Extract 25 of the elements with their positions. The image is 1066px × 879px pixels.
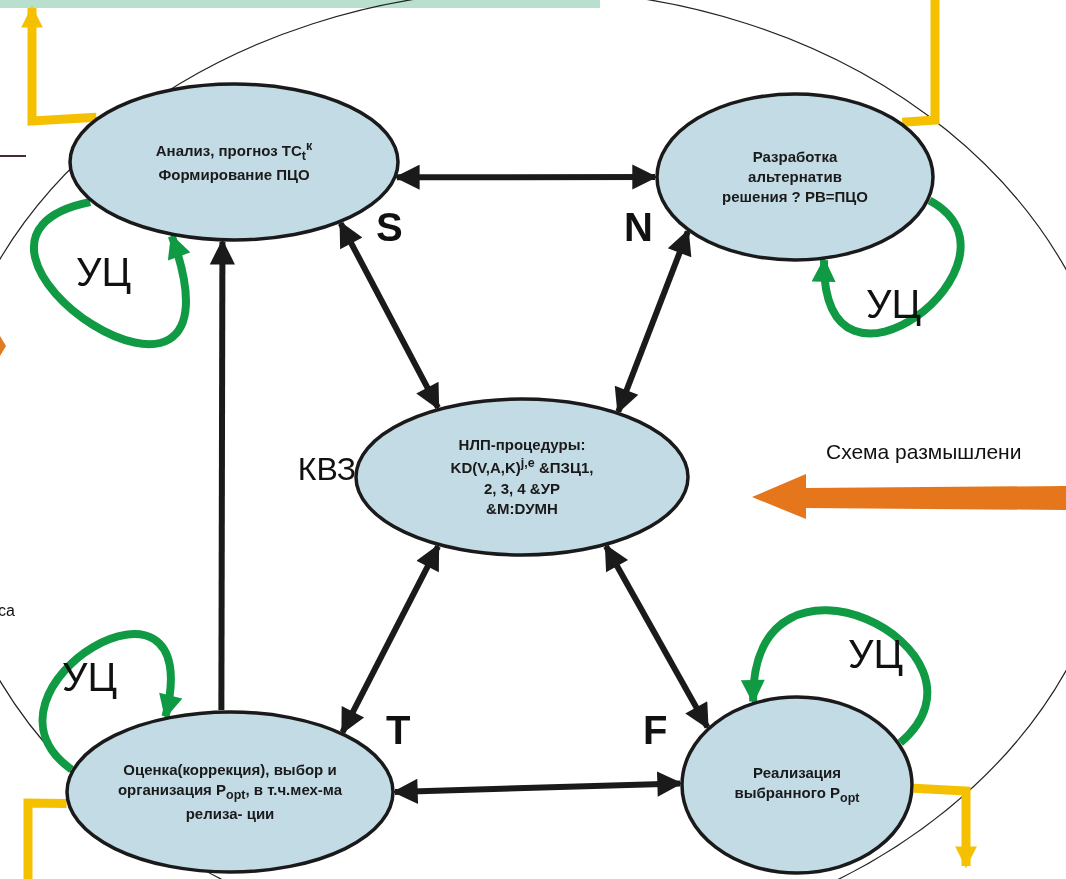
node-text: НЛП-процедуры: KD(V,A,K)$^{j,e}$ &ПЗЦ1, 2, 3, 4 &УР &М:DУМН [449, 435, 595, 519]
edge-label: УЦ [866, 282, 921, 327]
loop-arrow [31, 198, 190, 348]
edge-label: УЦ [848, 632, 903, 677]
loop-arrow [38, 630, 181, 773]
arrow [338, 221, 441, 410]
letter-label: F [643, 708, 668, 753]
letter-label: S [376, 205, 403, 250]
arrow [614, 229, 692, 414]
node-text: Реализация выбранного P$_{opt}$ [733, 762, 861, 808]
output-arrow [21, 5, 97, 126]
letter-label: N [624, 205, 653, 250]
loop-arrow [743, 607, 932, 746]
arrow-label: Схема размышлени [826, 440, 1022, 464]
side-label: КВЗ [297, 451, 356, 488]
node-text: Разработка альтернатив решения ? РВ=ПЦО [721, 146, 869, 208]
arrow [603, 544, 710, 730]
letter-label: T [386, 708, 411, 753]
edge-label: УЦ [62, 655, 117, 700]
edge-label: УЦ [76, 250, 131, 295]
arrow [339, 544, 441, 735]
node-text: Оценка(коррекция), выбор и организация P$_{opt}$, в т.ч.мех-ма релиза- ции [116, 759, 344, 824]
arrow [209, 239, 235, 711]
loop-arrow [814, 197, 964, 338]
output-arrow [913, 783, 977, 869]
